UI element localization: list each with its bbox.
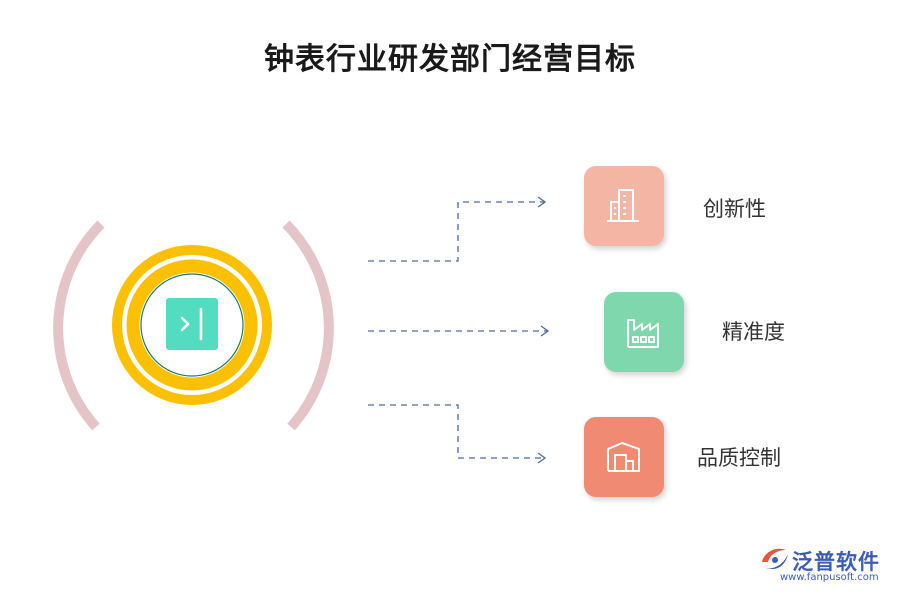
item-label-precision: 精准度 <box>722 320 785 344</box>
inner-ring <box>126 259 258 391</box>
watermark-logo: 泛普软件 www.fanpusoft.com <box>758 544 888 590</box>
right-arc <box>282 220 334 431</box>
arrowhead-2 <box>540 325 550 337</box>
factory-icon <box>627 319 659 348</box>
logo-name: 泛普软件 <box>792 550 880 574</box>
panel-expand-icon <box>166 298 218 350</box>
page-title: 钟表行业研发部门经营目标 <box>264 42 636 77</box>
logo-mark-icon <box>762 548 788 570</box>
item-box-quality-control <box>584 417 664 497</box>
item-label-innovation: 创新性 <box>703 197 766 221</box>
logo-url: www.fanpusoft.com <box>780 572 879 583</box>
warehouse-icon <box>607 442 640 472</box>
outer-ring <box>112 245 272 405</box>
item-label-quality-control: 品质控制 <box>697 446 781 470</box>
left-arc <box>53 220 105 431</box>
connector-1 <box>368 201 545 262</box>
item-box-innovation <box>584 166 664 246</box>
item-box-precision <box>604 292 684 372</box>
building-icon <box>607 189 639 222</box>
arrowhead-1 <box>537 196 547 208</box>
arrowhead-3 <box>537 452 547 464</box>
connector-3 <box>368 404 545 459</box>
